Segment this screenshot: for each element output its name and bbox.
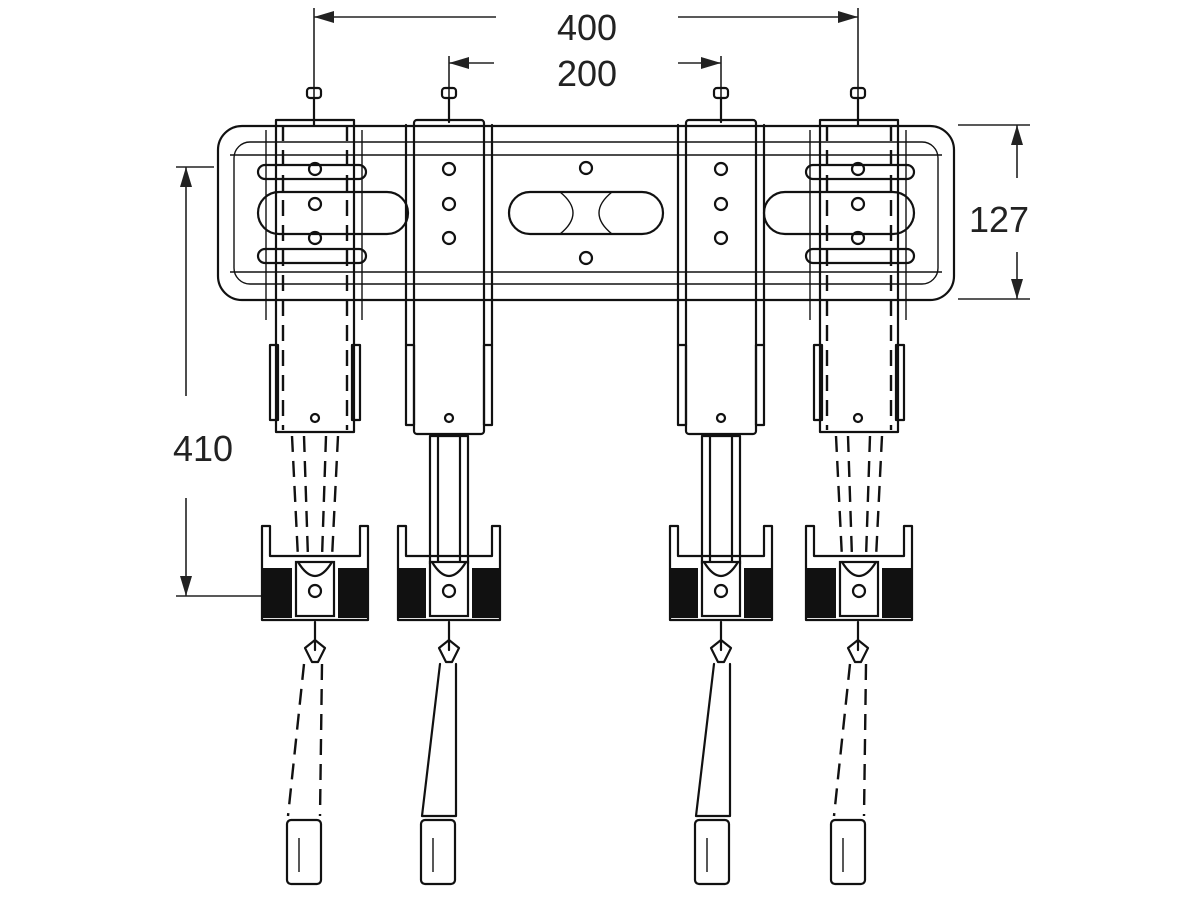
wall-plate [216,124,956,302]
dimension-127: 127 [958,124,1030,300]
mounting-arm-left-outer [260,86,370,886]
dimension-200: 200 [448,53,722,118]
mounting-arm-right-inner [668,86,774,886]
dimension-410-label: 410 [173,428,233,469]
dimension-127-label: 127 [969,199,1029,240]
dimension-400-label: 400 [557,7,617,48]
mounting-arm-right-outer [804,86,914,886]
dimension-410: 410 [173,166,262,597]
mounting-arm-left-inner [396,86,502,886]
dimension-400: 400 [313,7,859,118]
dimension-200-label: 200 [557,53,617,94]
